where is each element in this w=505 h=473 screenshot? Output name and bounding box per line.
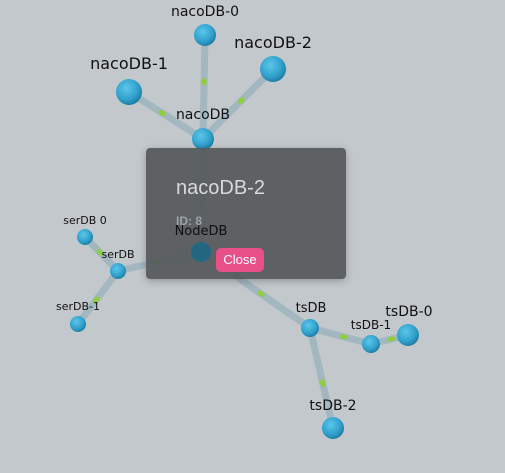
edge-arrow-marker bbox=[339, 334, 348, 340]
popup-title: nacoDB-2 bbox=[176, 177, 265, 199]
node-serDB[interactable] bbox=[110, 263, 126, 279]
edge-arrow-marker bbox=[201, 77, 207, 86]
node-label-tsDB-1: tsDB-1 bbox=[351, 318, 391, 332]
node-label-tsDB-0: tsDB-0 bbox=[385, 304, 432, 320]
node-nacoDB-0[interactable] bbox=[194, 24, 216, 46]
node-info-popup: nacoDB-2 ID: 8 Close bbox=[146, 148, 346, 279]
nodes-layer bbox=[70, 24, 419, 439]
node-label-nacoDB-0: nacoDB-0 bbox=[171, 4, 239, 20]
edge-arrow-marker bbox=[158, 110, 166, 117]
node-label-serDB-1: serDB-1 bbox=[56, 300, 100, 313]
node-nacoDB-2[interactable] bbox=[260, 56, 286, 82]
node-tsDB[interactable] bbox=[301, 319, 319, 337]
edge-arrow-marker bbox=[238, 97, 245, 104]
node-label-serDB_0: serDB 0 bbox=[63, 214, 107, 227]
edge-nacoDB-nacoDB-1 bbox=[125, 88, 207, 143]
node-tsDB-2[interactable] bbox=[322, 417, 344, 439]
edge-arrow-marker bbox=[320, 379, 326, 387]
node-label-nacoDB-2: nacoDB-2 bbox=[234, 33, 312, 52]
edge-arrow-marker bbox=[257, 290, 265, 297]
node-serDB-1[interactable] bbox=[70, 316, 86, 332]
node-label-tsDB: tsDB bbox=[296, 301, 327, 316]
node-nacoDB-1[interactable] bbox=[116, 79, 142, 105]
edge-arrow-marker bbox=[92, 296, 100, 304]
close-button[interactable]: Close bbox=[216, 248, 264, 272]
node-label-tsDB-2: tsDB-2 bbox=[309, 398, 356, 414]
edge-nacoDB-nacoDB-0 bbox=[199, 31, 209, 143]
node-label-nacoDB-1: nacoDB-1 bbox=[90, 54, 168, 73]
node-serDB_0[interactable] bbox=[77, 229, 93, 245]
popup-node-id: ID: 8 bbox=[176, 214, 203, 228]
edge-tsDB-tsDB-2 bbox=[306, 324, 337, 432]
node-label-nacoDB: nacoDB bbox=[176, 107, 230, 123]
edge-arrow-marker bbox=[387, 336, 396, 342]
node-label-serDB: serDB bbox=[101, 248, 134, 261]
edge-arrow-marker bbox=[96, 248, 104, 256]
node-tsDB-1[interactable] bbox=[362, 335, 380, 353]
node-tsDB-0[interactable] bbox=[397, 324, 419, 346]
edge-nacoDB-nacoDB-2 bbox=[199, 65, 277, 143]
node-nacoDB[interactable] bbox=[192, 128, 214, 150]
